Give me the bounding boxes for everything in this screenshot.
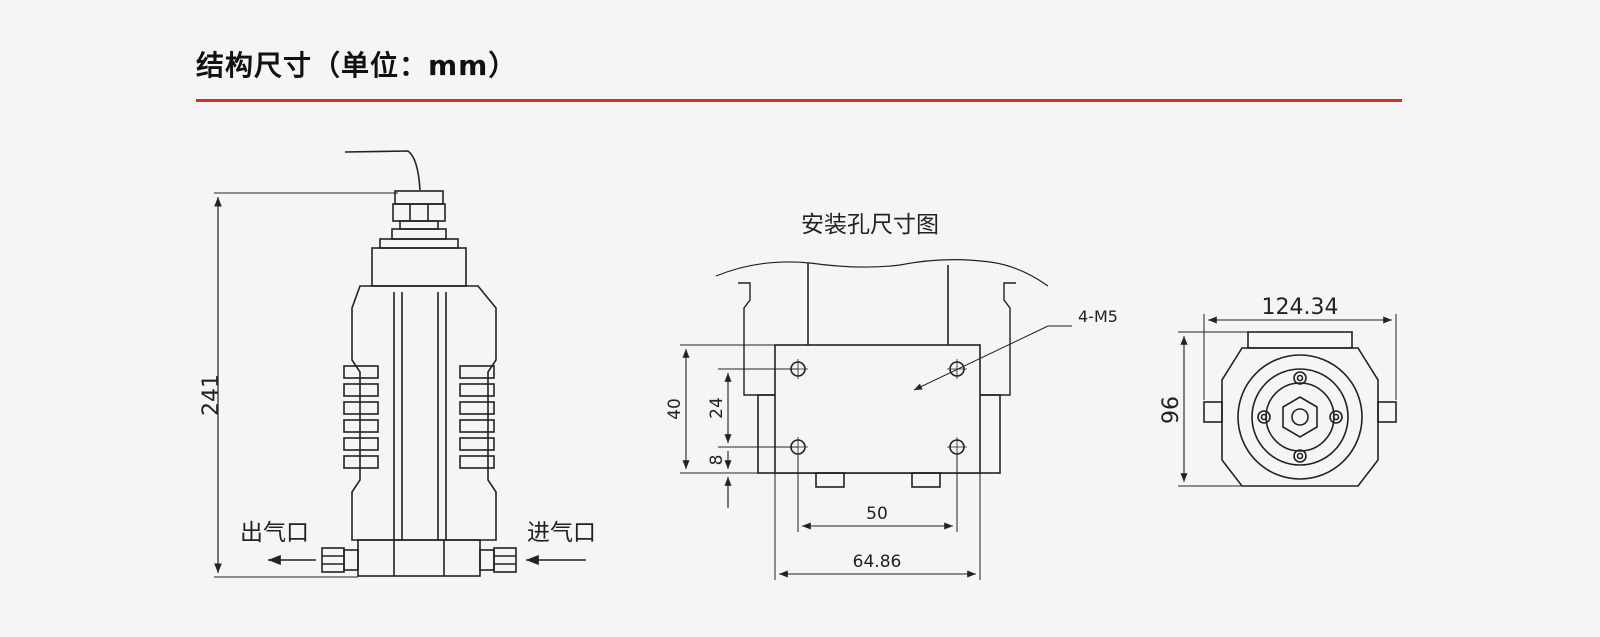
title-divider bbox=[196, 99, 1402, 102]
thread-label: 4-M5 bbox=[1078, 307, 1118, 326]
mounting-view-drawing bbox=[680, 259, 1072, 580]
mounting-view-title: 安装孔尺寸图 bbox=[801, 212, 939, 238]
inlet-label: 进气口 bbox=[527, 520, 596, 546]
dim-50: 50 bbox=[866, 504, 888, 524]
front-view-drawing bbox=[214, 150, 586, 578]
dim-width-124-34: 124.34 bbox=[1262, 295, 1339, 320]
dim-height-96: 96 bbox=[1159, 396, 1184, 424]
dim-height-241: 241 bbox=[199, 374, 224, 416]
dim-8: 8 bbox=[707, 455, 727, 466]
dim-64-86: 64.86 bbox=[853, 552, 902, 572]
page-title: 结构尺寸（单位：mm） bbox=[196, 49, 518, 82]
dim-24: 24 bbox=[707, 397, 727, 419]
dim-40: 40 bbox=[665, 398, 685, 420]
top-view-drawing bbox=[1178, 314, 1397, 487]
outlet-label: 出气口 bbox=[240, 520, 309, 546]
